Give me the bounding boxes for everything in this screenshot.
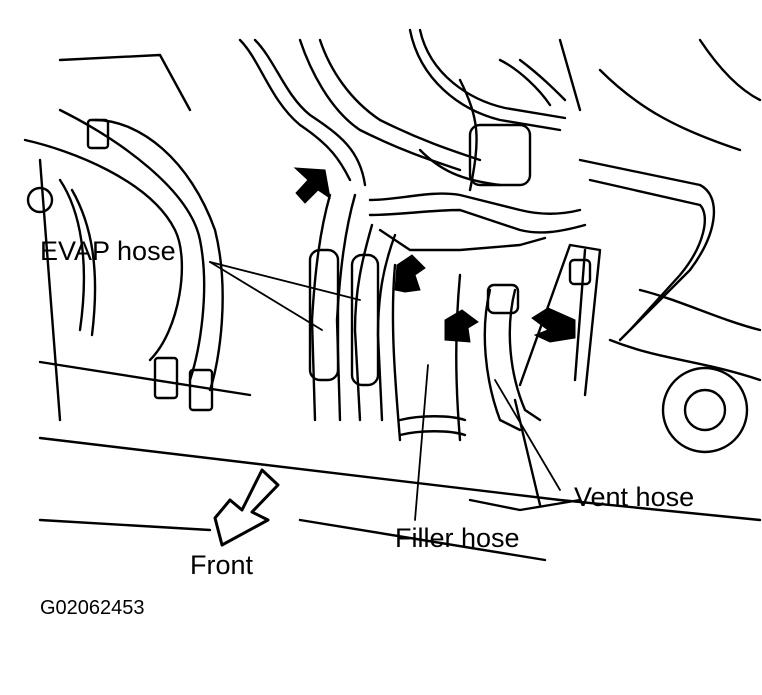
callout-arrows [293, 167, 576, 343]
arrow-icon [444, 309, 479, 343]
evap-hoses [308, 193, 397, 422]
leader-lines [209, 261, 561, 521]
arrow-icon [531, 307, 576, 343]
vent-hose-label: Vent hose [574, 482, 695, 512]
right-engine-parts [598, 38, 762, 454]
filler-hose [391, 263, 467, 442]
vent-hose [483, 283, 542, 432]
evap-hose-label: EVAP hose [40, 236, 176, 266]
front-arrow-icon [213, 468, 280, 547]
chassis-lines [38, 53, 762, 562]
figure-id: G02062453 [40, 597, 145, 619]
left-tubes [23, 108, 224, 412]
arrow-icon [293, 167, 331, 204]
front-label: Front [190, 550, 254, 580]
filler-hose-label: Filler hose [395, 523, 520, 553]
arrow-icon [394, 254, 426, 293]
valve-bracket [368, 123, 592, 286]
